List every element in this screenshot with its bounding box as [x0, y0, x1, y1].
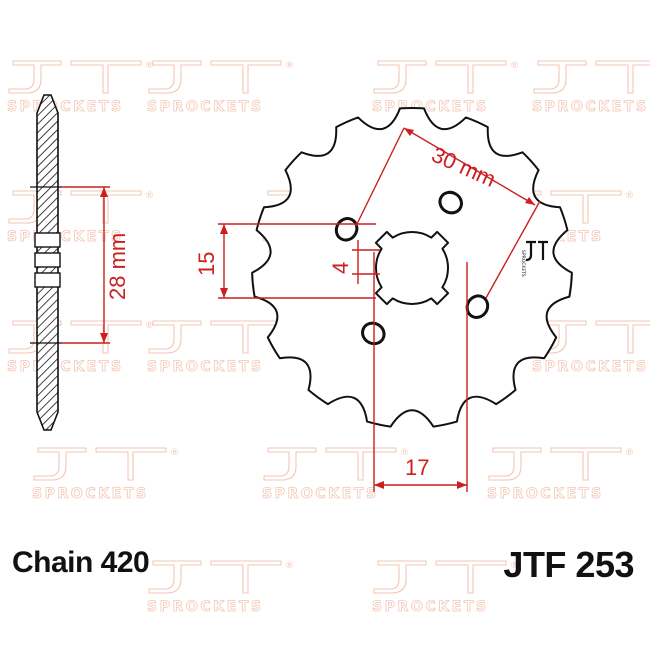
bolt-hole: [438, 190, 463, 215]
watermark-tile: ® SPROCKETS: [487, 447, 634, 502]
watermark-registered-mark: ®: [285, 61, 294, 71]
dim-30mm-line: [403, 127, 536, 206]
watermark-registered-mark: ®: [400, 448, 409, 458]
watermark-registered-mark: ®: [285, 561, 294, 571]
watermark-text: SPROCKETS: [532, 99, 649, 115]
bolt-hole: [465, 294, 490, 319]
watermark-logo-icon: [148, 560, 282, 594]
watermark-tile: ® SPROCKETS: [372, 560, 519, 615]
watermark-text: SPROCKETS: [147, 359, 264, 375]
dim-4-label: 4: [328, 262, 353, 274]
watermark-registered-mark: ®: [625, 448, 634, 458]
watermark-logo-icon: [8, 320, 142, 354]
watermark-text: SPROCKETS: [147, 599, 264, 615]
side-hub-gap-2: [34, 252, 61, 268]
side-hub-gap-3: [34, 272, 61, 288]
watermark-logo-icon: [263, 447, 397, 481]
watermark-logo-icon: [373, 60, 507, 94]
watermark-logo-icon: [488, 447, 622, 481]
watermark-logo-icon: [533, 60, 650, 94]
watermark-tile: ® SPROCKETS: [32, 447, 179, 502]
splined-bore: [374, 230, 450, 306]
watermark-text: SPROCKETS: [372, 99, 489, 115]
watermark-logo-icon: [148, 60, 282, 94]
watermark-tile: ®SPROCKETS: [7, 190, 154, 245]
part-number-label: JTF 253: [503, 544, 634, 585]
watermark-logo-icon: [8, 190, 142, 224]
watermark-text: SPROCKETS: [7, 359, 124, 375]
jt-logo-icon: SPROCKETS: [520, 240, 548, 277]
watermark-registered-mark: ®: [145, 321, 154, 331]
watermark-tile: ® SPROCKETS: [147, 560, 294, 615]
watermark-tile: ®SPROCKETS: [532, 60, 650, 115]
side-hub-gap-1: [34, 232, 61, 248]
watermark-logo-icon: [8, 60, 142, 94]
watermark-text: SPROCKETS: [372, 599, 489, 615]
mini-logo-text: SPROCKETS: [520, 250, 526, 277]
watermark-logo-icon: [148, 320, 282, 354]
chain-size-label: Chain 420: [12, 546, 150, 579]
watermark-tile: ® SPROCKETS: [7, 320, 154, 375]
dim-28mm-label: 28 mm: [105, 233, 130, 300]
sprocket-front-view: [251, 106, 573, 428]
watermark-text: SPROCKETS: [262, 486, 379, 502]
watermark-text: SPROCKETS: [532, 359, 649, 375]
watermark-logo-icon: [33, 447, 167, 481]
watermark-tile: ® SPROCKETS: [262, 447, 409, 502]
watermark-registered-mark: ®: [145, 61, 154, 71]
watermark-tile: ® SPROCKETS: [7, 60, 154, 115]
watermark-text: SPROCKETS: [147, 99, 264, 115]
watermark-text: SPROCKETS: [32, 486, 149, 502]
dim-17-label: 17: [405, 455, 429, 480]
watermark-registered-mark: ®: [145, 191, 154, 201]
watermark-registered-mark: ®: [510, 561, 519, 571]
dim-15-label: 15: [194, 252, 219, 276]
watermark-registered-mark: ®: [625, 191, 634, 201]
sprocket-side-view: [30, 94, 62, 431]
watermark-registered-mark: ®: [170, 448, 179, 458]
watermark-tile: ® SPROCKETS: [147, 320, 294, 375]
watermark-tile: ® SPROCKETS: [372, 60, 519, 115]
watermark-logo-icon: [373, 560, 507, 594]
watermark-text: SPROCKETS: [7, 99, 124, 115]
watermark-registered-mark: ®: [510, 61, 519, 71]
watermark-text: SPROCKETS: [487, 486, 604, 502]
watermark-tile: ® SPROCKETS: [147, 60, 294, 115]
